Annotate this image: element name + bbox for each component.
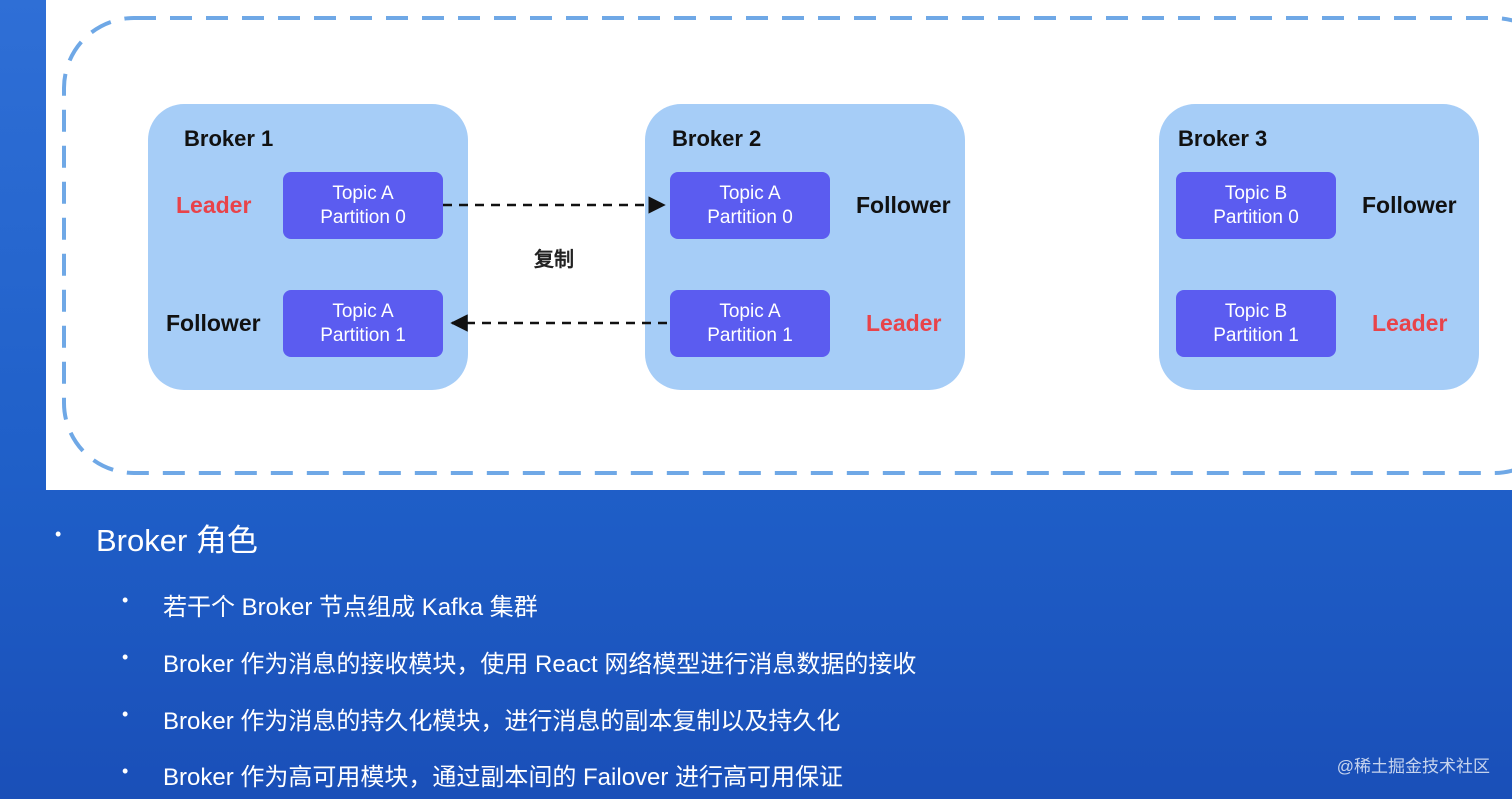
watermark: @稀土掘金技术社区 [1336, 757, 1490, 776]
partition-number: Partition 0 [1213, 206, 1299, 228]
partition-topic: Topic A [719, 182, 781, 204]
follower-role-label: Follower [166, 310, 261, 336]
section-heading: Broker 角色 [96, 523, 258, 558]
follower-role-label: Follower [856, 192, 951, 218]
partition-number: Partition 1 [1213, 324, 1299, 346]
bullet-dot: • [122, 590, 129, 610]
partition-topic: Topic B [1224, 300, 1288, 322]
broker-title: Broker 1 [184, 126, 274, 151]
bullet-dot: • [122, 647, 129, 667]
partition-number: Partition 1 [707, 324, 793, 346]
leader-role-label: Leader [1372, 310, 1448, 336]
cluster-dashed-frame [62, 16, 1512, 475]
bullet-dot: • [122, 704, 129, 724]
follower-role-label: Follower [1362, 192, 1457, 218]
bullet-item: Broker 作为高可用模块，通过副本间的 Failover 进行高可用保证 [163, 764, 844, 791]
broker-1-box: Broker 1 Topic A Partition 0 Topic A Par… [148, 104, 468, 390]
partition-topic: Topic A [719, 300, 781, 322]
partition-box: Topic B Partition 1 [1176, 290, 1336, 357]
bullet-item: Broker 作为消息的接收模块，使用 React 网络模型进行消息数据的接收 [163, 651, 917, 678]
broker-title: Broker 3 [1178, 126, 1268, 151]
leader-role-label: Leader [866, 310, 942, 336]
partition-box: Topic A Partition 0 [670, 172, 830, 239]
partition-topic: Topic A [332, 300, 394, 322]
leader-role-label: Leader [176, 192, 252, 218]
partition-number: Partition 0 [707, 206, 793, 228]
partition-box: Topic A Partition 1 [670, 290, 830, 357]
bullet-item: Broker 作为消息的持久化模块，进行消息的副本复制以及持久化 [163, 708, 841, 735]
partition-box: Topic B Partition 0 [1176, 172, 1336, 239]
bullet-item: 若干个 Broker 节点组成 Kafka 集群 [163, 594, 538, 621]
partition-box: Topic A Partition 0 [283, 172, 443, 239]
replication-arrows [443, 196, 667, 332]
copy-label: 复制 [534, 249, 574, 271]
partition-number: Partition 1 [320, 324, 406, 346]
partition-box: Topic A Partition 1 [283, 290, 443, 357]
broker-2-box: Broker 2 Topic A Partition 0 Topic A Par… [645, 104, 965, 390]
partition-number: Partition 0 [320, 206, 406, 228]
bullet-dot: • [122, 761, 129, 781]
diagram-panel: Broker 1 Topic A Partition 0 Topic A Par… [46, 0, 1512, 490]
partition-topic: Topic B [1224, 182, 1288, 204]
partition-topic: Topic A [332, 182, 394, 204]
bullet-dot: • [55, 524, 62, 544]
broker-title: Broker 2 [672, 126, 762, 151]
broker-3-box: Broker 3 Topic B Partition 0 Topic B Par… [1159, 104, 1479, 390]
